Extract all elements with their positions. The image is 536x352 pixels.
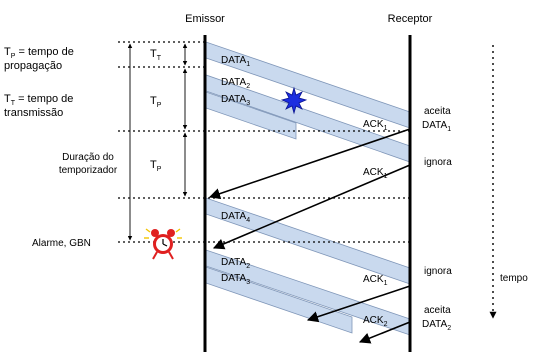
- receiver-event-accept-1: aceita: [424, 106, 451, 117]
- ack-label-3: ACK1: [363, 274, 388, 287]
- receiver-event-accept-2-line2: DATA2: [422, 319, 451, 332]
- receiver-title: Receptor: [388, 13, 433, 25]
- packet-label-data4: DATA4: [221, 211, 250, 224]
- sender-title: Emissor: [185, 13, 225, 25]
- tt-definition: TT = tempo de: [4, 93, 73, 107]
- packet-label-data3: DATA3: [221, 94, 250, 107]
- packet-label-data1: DATA1: [221, 55, 250, 68]
- packet-label-data3-retx: DATA3: [221, 273, 250, 286]
- timer-label: Duração do: [62, 152, 114, 163]
- tp-definition-line2: propagação: [4, 60, 62, 72]
- receiver-event-ignore-2: ignora: [424, 266, 452, 277]
- packet-label-data2-retx: DATA2: [221, 257, 250, 270]
- tp-definition: TP = tempo de: [4, 46, 74, 60]
- dimension-markers: [127, 43, 188, 241]
- ack-label-4: ACK2: [363, 315, 388, 328]
- receiver-event-accept-1-line2: DATA1: [422, 120, 451, 133]
- tt-definition-line2: transmissão: [4, 107, 63, 119]
- ack-label-1: ACK1: [363, 119, 388, 132]
- tp-marker-label-2: TP: [150, 159, 162, 173]
- ack-arrow-2: [212, 164, 411, 250]
- tp-marker-label-1: TP: [150, 95, 162, 109]
- receiver-event-ignore-1: ignora: [424, 157, 452, 168]
- receiver-event-accept-2: aceita: [424, 305, 451, 316]
- alarm-clock-icon: [144, 228, 182, 260]
- ack-arrows: [208, 128, 411, 344]
- time-label: tempo: [500, 273, 528, 284]
- timer-label-line2: temporizador: [59, 165, 118, 176]
- tt-marker-label: TT: [150, 48, 162, 62]
- packet-label-data2: DATA2: [221, 77, 250, 90]
- reference-lines: [118, 41, 412, 243]
- packet-bands: [205, 41, 411, 336]
- alarm-label: Alarme, GBN: [32, 238, 91, 249]
- ack-arrow-1: [208, 128, 411, 200]
- loss-mark-icon: [280, 86, 308, 115]
- ack-arrow-4: [358, 321, 411, 344]
- ack-label-2: ACK1: [363, 167, 388, 180]
- ack-arrow-3: [306, 285, 411, 323]
